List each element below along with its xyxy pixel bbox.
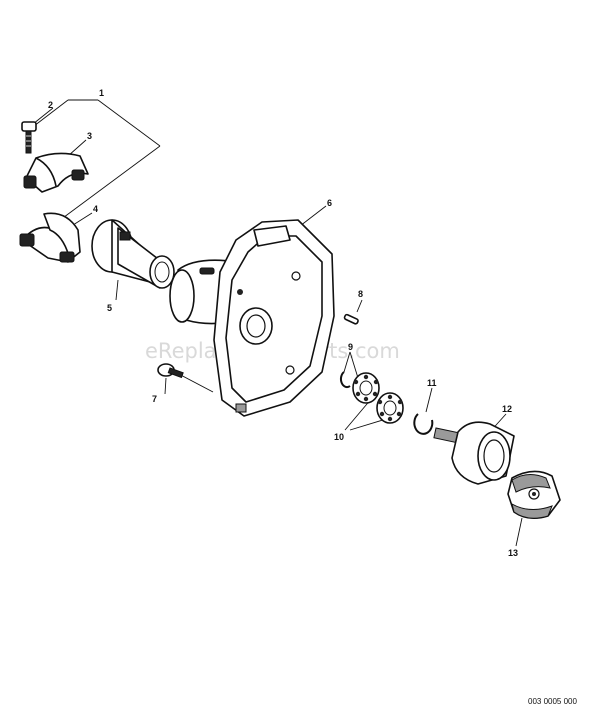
bolt-icon: [21, 121, 37, 154]
callout-3: 3: [87, 131, 92, 141]
callout-5: 5: [107, 303, 112, 313]
callout-6: 6: [327, 198, 332, 208]
clutch-drum-icon: [433, 421, 515, 485]
callout-9: 9: [348, 342, 353, 352]
callout-2: 2: [48, 100, 53, 110]
diagram-code: 003 0005 000: [528, 697, 577, 706]
shaft-sleeve-icon: [91, 219, 175, 289]
clutch-shoe-icon: [507, 470, 561, 520]
callout-12: 12: [502, 404, 512, 414]
callout-1: 1: [99, 88, 104, 98]
callout-8: 8: [358, 289, 363, 299]
ball-bearing-icon: [352, 372, 404, 424]
callout-10: 10: [334, 432, 344, 442]
callout-labels: 1 2 3 4 5 6 7 8 9 10 11 12 13: [48, 88, 518, 558]
callout-13: 13: [508, 548, 518, 558]
lower-clamp-icon: [19, 212, 81, 263]
snap-ring-icon: [339, 371, 351, 389]
leader-lines: [32, 99, 523, 547]
snap-ring-icon: [413, 413, 434, 435]
clutch-housing-icon: [169, 219, 335, 417]
pin-icon: [343, 313, 359, 325]
callout-7: 7: [152, 394, 157, 404]
upper-clamp-icon: [23, 152, 89, 193]
callout-4: 4: [93, 204, 98, 214]
callout-11: 11: [427, 378, 437, 388]
screw-icon: [157, 363, 184, 379]
